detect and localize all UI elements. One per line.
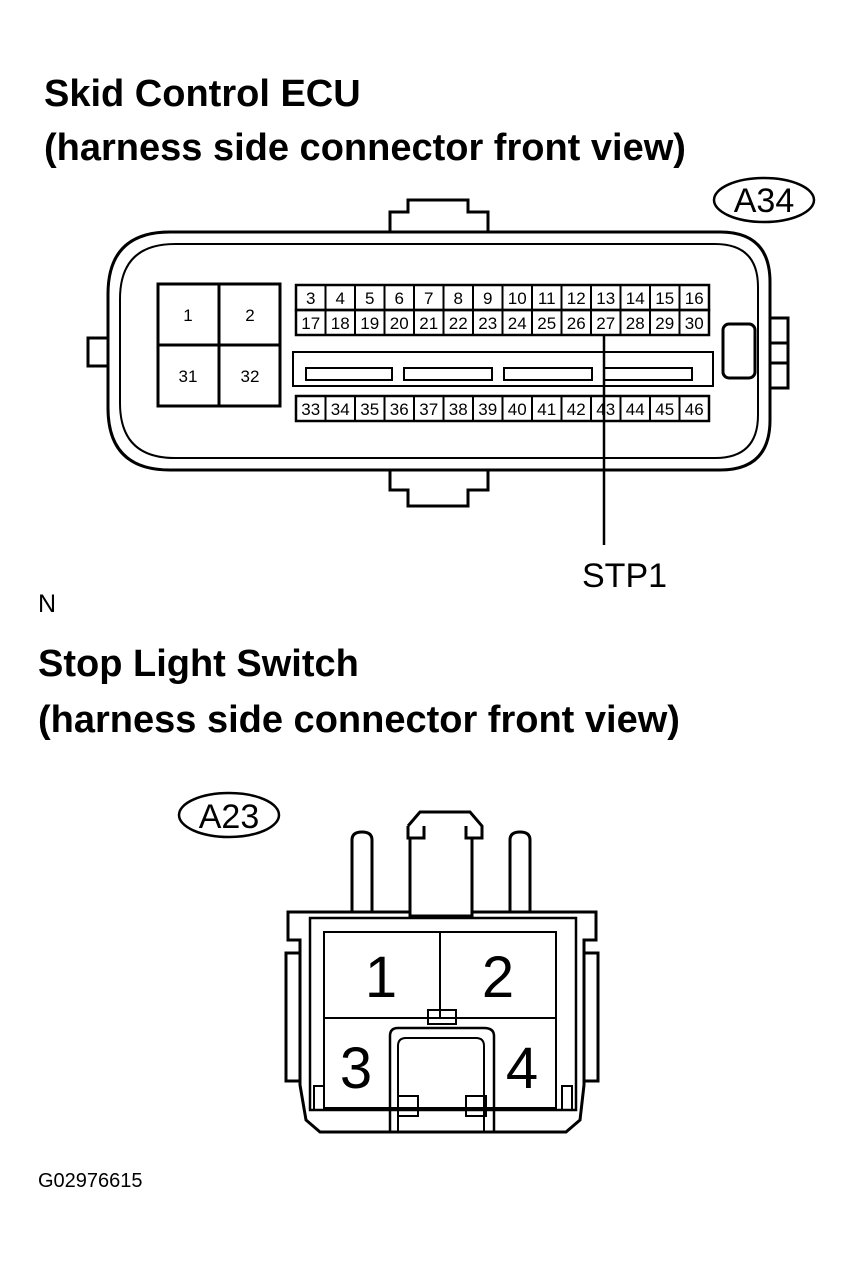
switch-lock-key (427, 1009, 457, 1025)
ecu-pin-label-10: 10 (508, 289, 527, 308)
switch-title: Stop Light Switch (38, 643, 359, 685)
ecu-pin-label-7: 7 (424, 289, 433, 308)
switch-body-outer (286, 910, 598, 1134)
switch-pin-3: 3 (340, 1036, 372, 1101)
ecu-pin-label-20: 20 (390, 314, 409, 333)
ecu-pin-label-22: 22 (449, 314, 468, 333)
switch-pin-1: 1 (365, 945, 397, 1010)
ecu-pin-label-17: 17 (301, 314, 320, 333)
ecu-pin-label-21: 21 (419, 314, 438, 333)
ecu-pin-label-36: 36 (390, 400, 409, 419)
switch-center-channel-inner (397, 1037, 485, 1132)
ecu-pin-label-29: 29 (655, 314, 674, 333)
ecu-pin-label-5: 5 (365, 289, 374, 308)
ecu-pin-label-11: 11 (538, 289, 556, 308)
ecu-big-pin-label-1: 1 (183, 306, 192, 325)
switch-stem (408, 838, 474, 915)
switch-left-corner (313, 1085, 325, 1111)
switch-inner-frame (308, 916, 578, 1112)
ecu-pin-label-24: 24 (508, 314, 527, 333)
ecu-big-pin-label-2: 2 (245, 306, 254, 325)
ecu-pin-label-46: 46 (685, 400, 704, 419)
ecu-title: Skid Control ECU (44, 73, 361, 115)
ecu-pin-label-35: 35 (360, 400, 379, 419)
a23-badge-ellipse (177, 791, 281, 839)
ecu-pin-label-23: 23 (478, 314, 497, 333)
ecu-pin-label-45: 45 (655, 400, 674, 419)
ecu-pin-label-16: 16 (685, 289, 704, 308)
ecu-pin-label-34: 34 (331, 400, 350, 419)
ecu-pin-label-6: 6 (395, 289, 404, 308)
switch-right-rail (582, 951, 600, 1083)
a34-badge-label: A34 (734, 182, 795, 220)
ecu-housing-outer (106, 230, 772, 472)
ecu-pin-label-27: 27 (596, 314, 615, 333)
switch-pin-4: 4 (506, 1036, 538, 1101)
ecu-pin-label-25: 25 (537, 314, 556, 333)
ecu-pin-label-4: 4 (336, 289, 345, 308)
ecu-pin-label-8: 8 (454, 289, 463, 308)
switch-left-rail (284, 951, 302, 1083)
ecu-subtitle: (harness side connector front view) (44, 127, 686, 169)
ecu-pin-label-18: 18 (331, 314, 350, 333)
figure-id: G02976615 (38, 1170, 143, 1192)
ecu-pin-label-14: 14 (626, 289, 645, 308)
ecu-pin-label-33: 33 (301, 400, 320, 419)
ecu-pin-label-30: 30 (685, 314, 704, 333)
ecu-pin-label-13: 13 (596, 289, 615, 308)
switch-right-corner (561, 1085, 573, 1111)
switch-center-channel (388, 1026, 496, 1132)
ecu-pin-label-15: 15 (655, 289, 674, 308)
switch-right-prong (502, 830, 532, 914)
ecu-pin-label-39: 39 (478, 400, 497, 419)
ecu-pin-label-37: 37 (419, 400, 438, 419)
ecu-pin-label-28: 28 (626, 314, 645, 333)
switch-subtitle: (harness side connector front view) (38, 699, 680, 741)
ecu-top-latch (388, 198, 490, 232)
ecu-pin-label-19: 19 (360, 314, 379, 333)
ecu-pin-label-38: 38 (449, 400, 468, 419)
ecu-pin-label-12: 12 (567, 289, 586, 308)
ecu-pin-label-40: 40 (508, 400, 527, 419)
ecu-pin-label-43: 43 (596, 400, 615, 419)
ecu-bottom-latch (388, 470, 490, 508)
ecu-pin-label-41: 41 (537, 400, 556, 419)
a23-badge-label: A23 (199, 798, 260, 836)
ecu-big-pin-label-32: 32 (241, 367, 260, 386)
ecu-slot-bar (292, 351, 714, 387)
ecu-big-pin-label-31: 31 (179, 367, 198, 386)
ecu-pin-label-26: 26 (567, 314, 586, 333)
stp1-callout-label: STP1 (582, 557, 668, 595)
switch-left-prong (350, 830, 380, 914)
ecu-pin-label-3: 3 (306, 289, 315, 308)
ecu-housing-inner (119, 243, 759, 459)
switch-pin-2: 2 (482, 945, 514, 1010)
a34-badge-ellipse (712, 176, 816, 224)
ecu-pin-cell (678, 309, 710, 336)
ecu-pin-label-9: 9 (483, 289, 492, 308)
orientation-label: N (38, 590, 57, 618)
switch-left-foot (397, 1095, 419, 1117)
switch-top-lug (406, 810, 484, 840)
ecu-pin-label-44: 44 (626, 400, 645, 419)
ecu-right-tab (770, 316, 790, 390)
ecu-pin-label-42: 42 (567, 400, 586, 419)
ecu-left-tab (86, 336, 110, 368)
ecu-pin-cell (678, 395, 710, 422)
ecu-right-key (721, 322, 757, 380)
ecu-slots (305, 367, 693, 381)
switch-right-foot (465, 1095, 487, 1117)
